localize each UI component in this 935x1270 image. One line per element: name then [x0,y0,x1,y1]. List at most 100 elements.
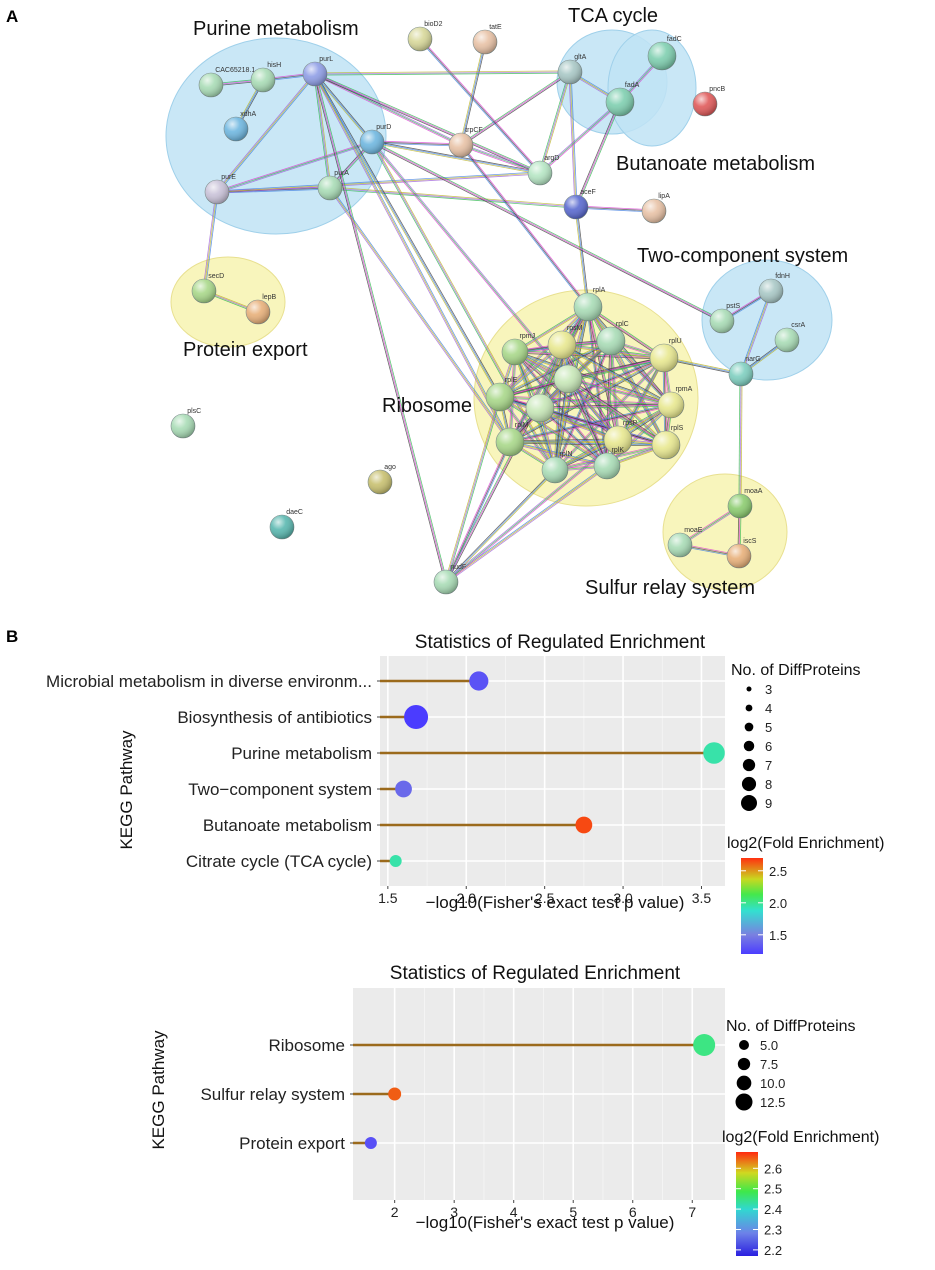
node-label: rplN [560,451,573,458]
node-label: trpCF [465,127,483,134]
size-legend-label: 5 [765,720,772,735]
size-legend-dot [743,740,755,752]
node-rpmj: rpmJ [501,333,535,366]
size-legend-label: 9 [765,796,772,811]
category-label: Ribosome [268,1036,345,1055]
edge-rplk-rplv [539,406,608,468]
edge-rpln-rplx [553,378,570,471]
edge-purd-pure [216,140,373,194]
node-lipa: lipA [641,193,670,224]
edge-rpls-rplx [567,377,667,447]
edge-glta-argd [538,71,572,174]
node-rpsp: rpsP [603,420,638,455]
node-cac65218-1: CAC65218.1 [198,67,255,98]
node-csra: csrA [774,322,806,353]
node-label: nudF [450,564,466,571]
size-legend-title: No. of DiffProteins [726,1018,856,1035]
node-label: purL [319,56,333,63]
size-legend-label: 5.0 [760,1038,778,1053]
category-label: Two−component system [188,780,372,799]
edge-glta-acef [568,71,578,208]
node-label: secD [208,273,224,280]
category-label-layer: Microbial metabolism in diverse environm… [46,672,380,871]
edge-narg-moaa [738,373,743,507]
node-purd: purD [359,124,391,155]
cluster-protein-export [170,256,286,348]
size-legend-dot [737,1057,751,1071]
x-tick-label: 4 [510,1204,518,1220]
cluster-label-purine-metabolism: Purine metabolism [193,18,359,40]
x-tick-label: 3.5 [692,890,712,906]
node-moae: moaE [667,527,703,558]
cluster-label-protein-export: Protein export [183,339,308,361]
edge-rplm-rpsp [509,438,619,444]
node-moaa: moaA [727,488,763,519]
edge-trpcf-glta [460,70,571,147]
point-citrate-cycle-tca-cycle [389,855,402,867]
y-axis-title: KEGG Pathway [149,1030,168,1150]
size-legend-dot [741,776,757,792]
edge-purl-rplm [313,73,512,443]
node-label: bioD2 [424,21,442,28]
node-label: lipA [658,193,670,200]
edge-biod2-argd [418,37,542,175]
edge-acef-lipa [575,205,655,213]
size-legend-dot [736,1075,752,1091]
node-label: rpsP [623,420,638,427]
node-label: moaA [744,488,763,495]
node-pura: purA [317,170,349,201]
point-protein-export [364,1137,377,1149]
node-label: rplK [612,447,625,454]
plot-panel [380,656,725,886]
node-rpsm: rpsM [547,325,583,360]
node-label: gltA [574,54,586,61]
node-psts: pstS [709,303,741,334]
node-label: narG [745,356,761,363]
size-legend-title: No. of DiffProteins [731,662,861,679]
node-label: daeC [286,509,303,516]
color-legend-tick: 2.5 [764,1182,782,1197]
chart-title: Statistics of Regulated Enrichment [415,632,706,653]
node-ago: ago [367,464,396,495]
point-butanoate-metabolism [575,816,593,834]
point-purine-metabolism [703,742,725,764]
node-label: rpsM [567,325,583,332]
cluster-label-tca-cycle: TCA cycle [568,5,658,27]
node-rpls: rplS [651,425,684,460]
color-legend-tick: 2.4 [764,1202,782,1217]
x-tick-label: 7 [688,1204,696,1220]
node-label: rplU [669,338,682,345]
node-acef: aceF [563,189,596,220]
edge-rpla-rplu [587,305,665,360]
node-purl: purL [302,56,333,87]
edge-purl-glta [314,70,571,76]
edge-nudf-rple [444,396,502,583]
category-label: Sulfur relay system [200,1085,345,1104]
node-rplk: rplK [593,447,625,480]
cluster-two-component-system [701,259,833,381]
edge-purl-purd [313,73,374,143]
cluster-sulfur-relay-system [662,473,788,591]
x-tick-label: 3 [450,1204,458,1220]
edge-tate-trpcf [459,41,487,146]
x-axis-title: −log10(Fisher's exact test p value) [426,893,685,912]
x-tick-label: 1.5 [378,890,398,906]
category-label: Butanoate metabolism [203,816,372,835]
node-fadc: fadC [647,36,682,71]
color-legend-title: log2(Fold Enrichment) [722,1129,879,1146]
node-daec: daeC [269,509,303,540]
size-legend-label: 10.0 [760,1076,785,1091]
color-legend-tick: 2.5 [769,864,787,879]
node-unlabeled [553,364,583,394]
node-label: pstS [726,303,740,310]
edge-rpsm-rpma [561,343,672,407]
x-tick-label: 2 [391,1204,399,1220]
edge-pura-rplm [328,187,512,443]
enrichment-chart-upregulated: Statistics of Regulated Enrichment 1.5 2.… [46,632,884,954]
